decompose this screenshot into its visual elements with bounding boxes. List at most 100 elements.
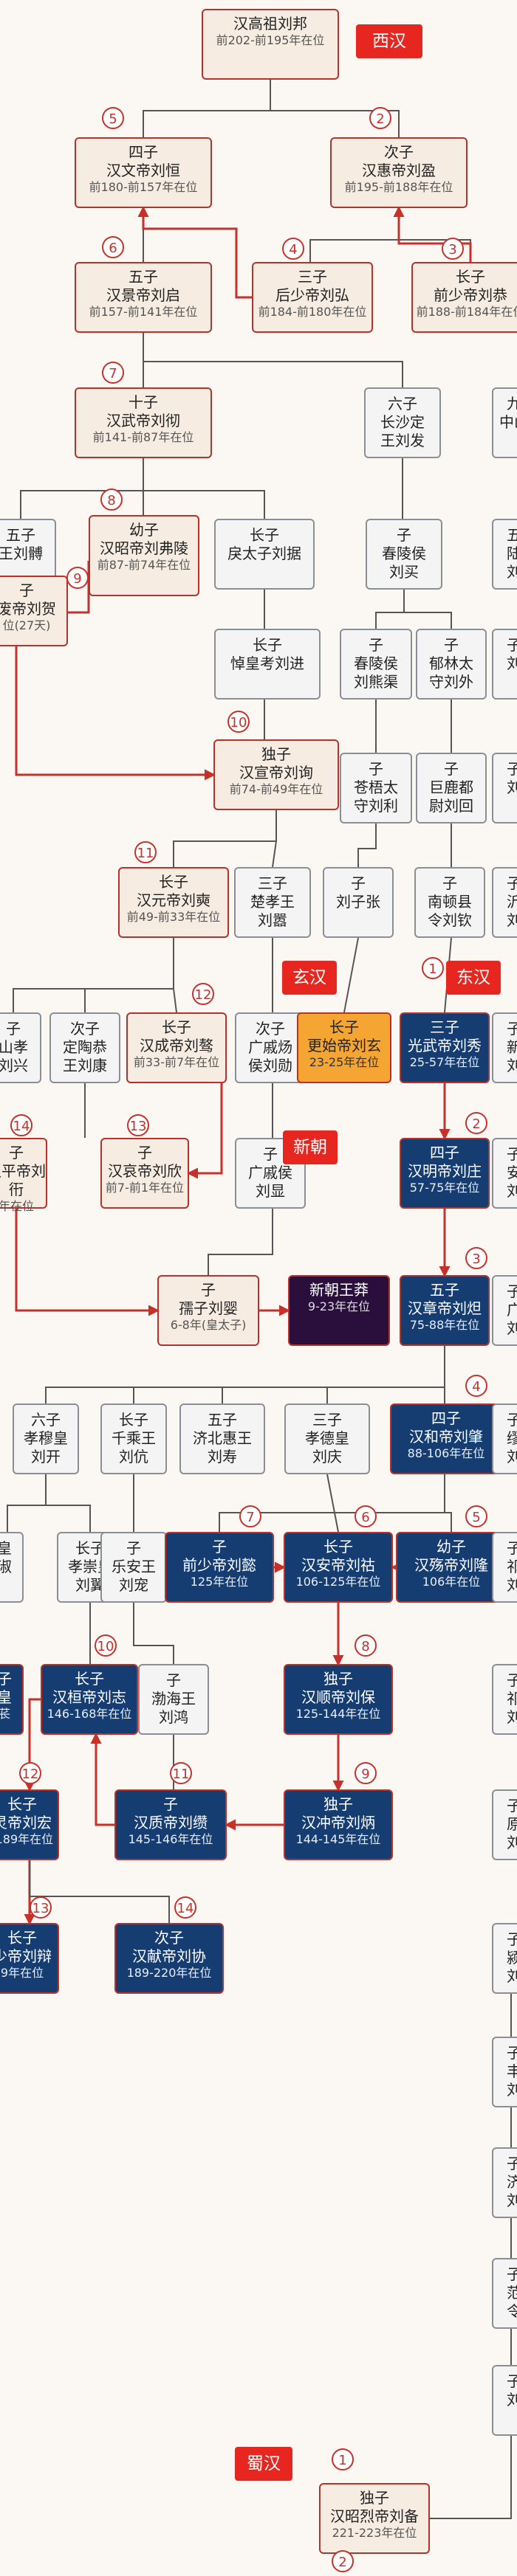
node-liushou-line1: 五子 [208,1411,237,1429]
node-liukang2-line3: 刘伉 [119,1448,148,1465]
node-liuxiu-line3: 25-57年在位 [409,1055,480,1069]
node-liuqin: 子南顿县令刘钦 [414,867,485,938]
node-liuche-line1: 十子 [129,393,158,411]
node-zi_r11-line3: 刘 [507,1967,517,1985]
node-zi_r7-line2: 缪 [507,1429,517,1447]
node-liuqing: 三子孝德皇刘庆 [284,1403,370,1474]
order-number-12: 13 [127,1114,149,1136]
node-liuda-line1: 五子 [430,1281,459,1299]
order-number-14: 1 [422,957,444,979]
order-number-16: 3 [465,1247,487,1269]
node-liuhui-line2: 巨鹿都 [429,778,473,796]
node-zi_r3: 子沂刘 [492,867,517,938]
node-liuxun-line2: 汉宣帝刘询 [239,764,313,781]
node-liushu-line3: 淑 [0,1558,12,1575]
node-liubao-line3: 125-144年在位 [295,1707,381,1721]
node-zi_r3-line2: 沂 [507,893,517,911]
order-number-1: 5 [102,107,124,129]
node-liukan: 子汉平帝刘衎年在位 [0,1138,47,1213]
order-number-4: 4 [282,238,304,260]
connector-2 [270,110,400,137]
node-liuxiao-line1: 三子 [258,874,287,892]
node-liujin: 长子悼皇考刘进 [214,629,321,700]
node-liukai-line1: 六子 [31,1411,61,1429]
node-liuying2-line1: 子 [201,1281,216,1299]
node-liuhu-line3: 106-125年在位 [295,1575,381,1589]
node-liuxing: 子山孝刘兴 [0,1012,41,1083]
node-liuqi-line3: 前157-前141年在位 [89,305,198,319]
node-liubo-line1: 五子 [6,526,35,544]
order-number-17: 4 [465,1375,487,1397]
connector-58 [90,1733,114,1826]
node-liuqing-line3: 刘庆 [312,1448,342,1465]
node-liukai: 六子孝穆皇刘开 [13,1403,79,1474]
node-liuli-line2: 苍梧太 [354,778,398,796]
node-liushou: 五子济北惠王刘寿 [179,1403,265,1474]
node-zi_r6: 子广刘 [492,1275,517,1346]
node-liuwai: 子郁林太守刘外 [416,629,487,700]
node-liuxun-line1: 独子 [261,745,291,763]
node-wu_right: 五陆刘 [492,519,517,590]
node-liubo-line2: 王刘髆 [0,545,43,562]
node-zi_r6-line1: 子 [507,1282,517,1300]
order-number-13: 14 [10,1114,32,1136]
node-zi_r13-line1: 子 [507,2155,517,2172]
order-number-18: 5 [465,1505,487,1527]
node-liukang2: 长子千乘王刘伉 [100,1403,167,1474]
node-liuhong3-line2: 灵帝刘宏 [0,1814,52,1831]
node-liufa-line1: 六子 [388,395,417,412]
node-liubian-line1: 长子 [7,1929,37,1947]
node-liubang: 汉高祖刘邦前202-前195年在位 [202,9,339,80]
node-liuzhuang-line2: 汉明帝刘庄 [408,1162,482,1180]
order-number-23: 10 [95,1634,117,1657]
connector-59 [24,1698,41,1792]
node-liuli-line3: 守刘利 [354,797,398,815]
node-liuxin-line2: 汉哀帝刘欣 [108,1162,182,1180]
node-liuyang-line3: 侯刘勋 [248,1057,292,1074]
node-liuxiao-line2: 楚孝王 [250,893,295,911]
connector-23 [272,840,277,868]
node-zi_r4-line2: 新 [507,1038,517,1056]
order-number-19: 6 [355,1505,377,1527]
node-zi_r14-line3: 令 [507,2302,517,2320]
node-liubei-line2: 汉昭烈帝刘备 [330,2507,419,2525]
node-liufuling: 幼子汉昭帝刘弗陵前87-前74年在位 [89,515,199,596]
node-zi_r4-line1: 子 [507,1020,517,1037]
dynasty-tag-xuanhan: 玄汉 [282,961,337,995]
node-liumai-line3: 刘买 [389,563,419,581]
node-liuchong-line1: 子 [126,1539,141,1557]
connector-50 [444,1474,452,1532]
node-liuchang-line1: 子 [0,1670,12,1688]
node-liubing-line2: 汉冲帝刘炳 [301,1814,375,1831]
connector-53 [133,1603,174,1664]
node-zi_r13-line3: 刘 [507,2192,517,2209]
node-liuxun: 独子汉宣帝刘询前74-前49年在位 [213,739,339,810]
order-number-10: 11 [134,841,157,863]
node-liuxiongqu-line1: 子 [369,636,383,654]
order-number-29: 2 [332,2550,354,2572]
node-liuzhao-line2: 汉和帝刘肇 [409,1428,483,1446]
node-liuda-line2: 汉章帝刘炟 [408,1299,482,1317]
node-liubang-line3: 前202-前195年在位 [216,33,325,47]
node-liufa-line3: 王刘发 [380,432,425,449]
node-liuxiu-line1: 三子 [430,1018,459,1036]
node-zi_r5-line1: 子 [507,1145,517,1163]
node-liuhong: 三子后少帝刘弘前184-前180年在位 [252,262,373,333]
node-liuhui-line1: 子 [444,760,459,778]
node-liuhong2-line2: 渤海王 [151,1690,196,1707]
node-liuli: 子苍梧太守刘利 [340,753,412,823]
node-liukang-line1: 次子 [70,1020,100,1037]
node-liuchong-line2: 乐安王 [112,1558,156,1575]
node-zi_r10-line3: 刘 [507,1834,517,1851]
connector-22 [173,810,277,867]
node-liuxiao-line3: 刘嚣 [258,911,287,929]
connector-47 [46,1505,91,1532]
node-liuheng-line2: 汉文帝刘恒 [106,162,180,179]
node-liushi-line3: 前49-前33年在位 [126,910,221,924]
order-number-7: 8 [100,488,123,511]
order-number-22: 9 [355,1762,377,1784]
